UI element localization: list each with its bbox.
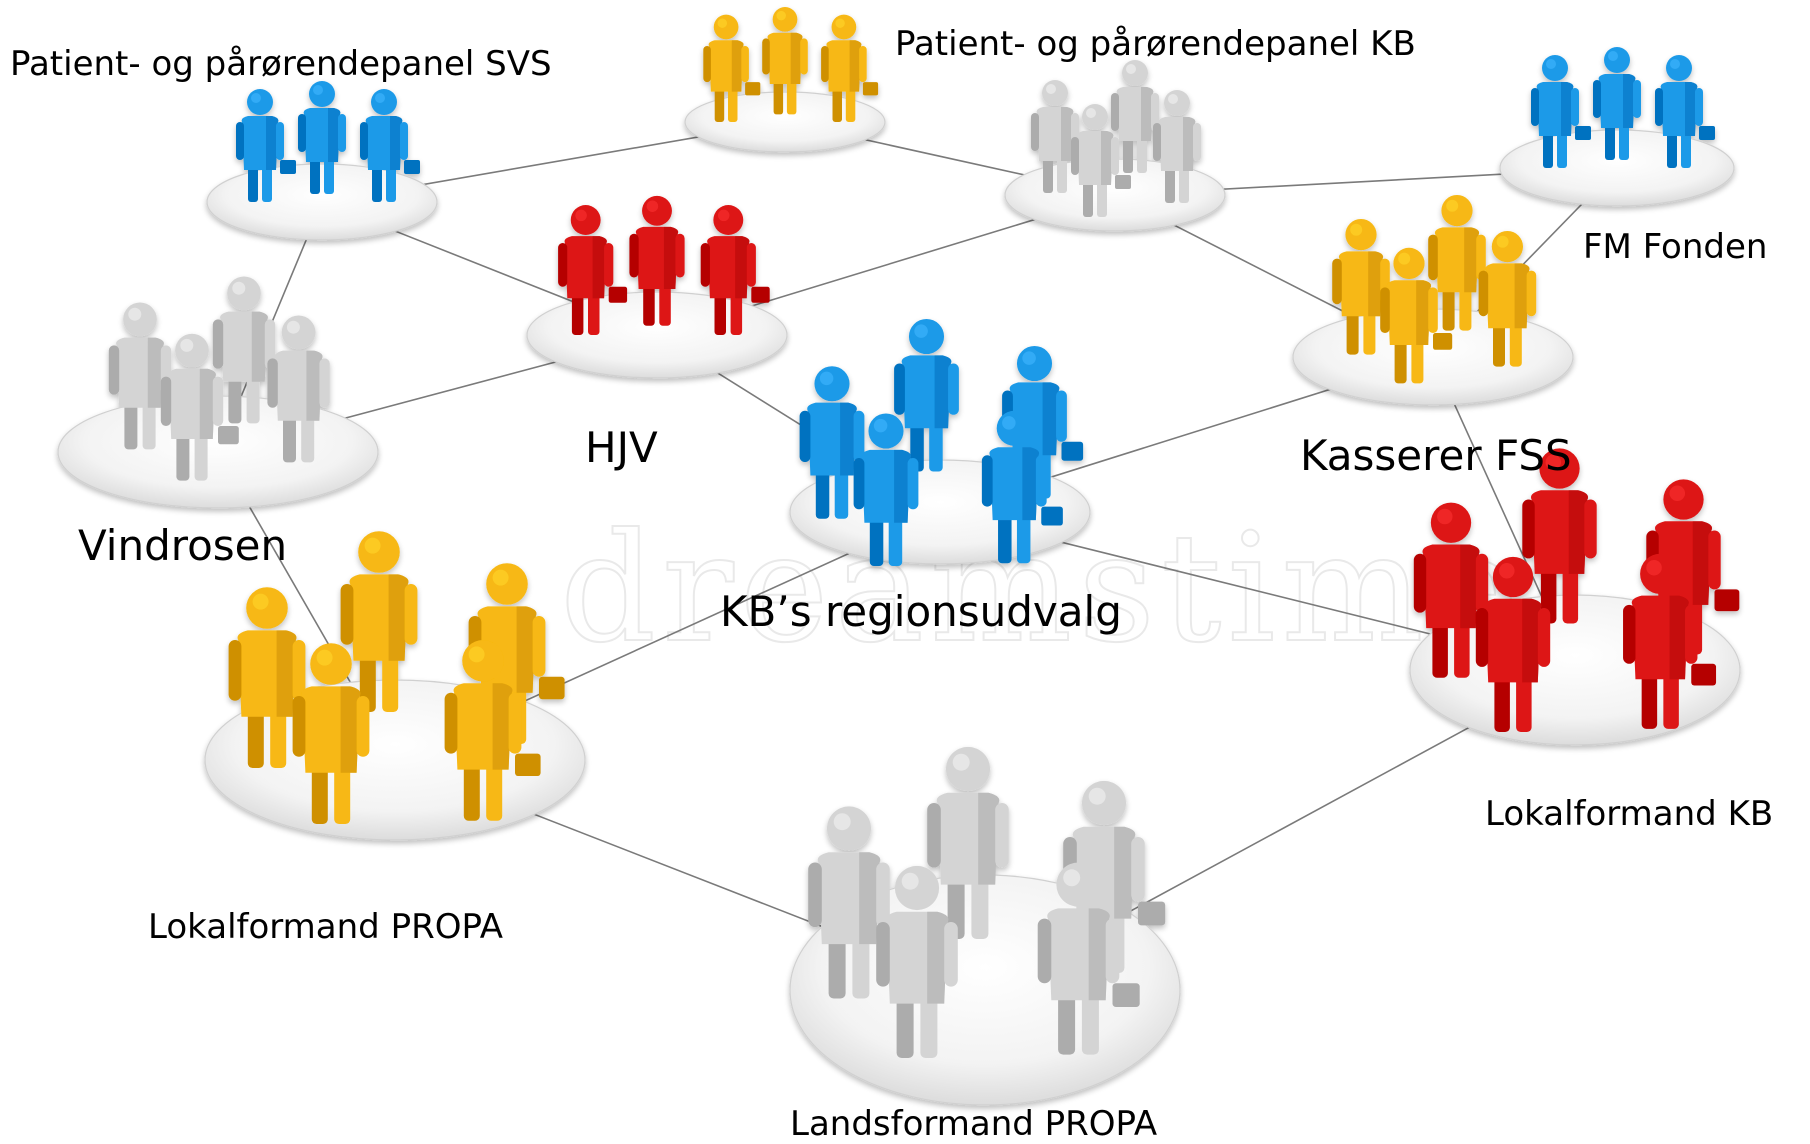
person-figure [160,333,239,481]
node-hjv [526,195,788,379]
person-figure [298,81,346,194]
person-figure [1623,553,1717,729]
person-figure [444,640,541,821]
node-kass [1292,195,1574,406]
label-svs: Patient- og pårørendepanel SVS [10,44,552,84]
label-hjv: HJV [585,423,658,472]
node-vind [57,276,379,509]
person-figure [340,531,418,712]
person-figure [1111,60,1159,173]
person-figure [267,315,330,463]
person-figure [1380,247,1453,384]
person-figure [558,205,628,335]
person-figure [292,643,370,824]
label-lands: Landsformand PROPA [790,1104,1157,1144]
person-figure [1428,195,1486,331]
label-kass: Kasserer FSS [1300,431,1572,480]
node-disc [1499,129,1735,207]
person-figure [1655,55,1715,168]
person-figure [853,413,919,566]
label-kb-panel: Patient- og pårørendepanel KB [895,24,1416,64]
person-figure [228,587,325,768]
person-figure [629,195,685,326]
person-figure [1522,448,1597,624]
person-figure [1071,104,1131,217]
label-fm: FM Fonden [1583,227,1767,267]
person-figure [1475,556,1551,732]
nodes-layer [57,7,1741,1106]
label-region: KB’s regionsudvalg [720,587,1122,636]
label-lokpropa: Lokalformand PROPA [148,907,503,947]
node-lands [789,746,1181,1106]
person-figure [236,89,296,202]
person-figure [1037,862,1140,1055]
person-figure [762,7,808,115]
node-disc [526,291,788,379]
person-figure [360,89,420,202]
node-region [789,318,1091,566]
person-figure [927,746,1009,939]
node-fm [1499,47,1735,207]
person-figure [1153,90,1201,203]
person-figure [1593,47,1641,160]
node-top-y [684,7,886,153]
node-kb-panel [1004,60,1226,232]
labels-layer: Patient- og pårørendepanel SVS Patient- o… [10,24,1773,1144]
person-figure [1531,55,1591,168]
person-figure [1478,231,1537,367]
node-lokpropa [204,531,586,841]
node-svs [206,81,438,241]
person-figure [703,14,761,122]
person-figure [1413,502,1507,678]
person-figure [981,410,1063,564]
label-lokkb: Lokalformand KB [1485,794,1773,834]
person-figure [894,318,959,472]
person-figure [212,276,276,424]
person-figure [700,205,770,335]
person-figure [821,14,879,122]
label-vind: Vindrosen [78,521,287,570]
node-lokkb [1409,448,1741,746]
node-disc [206,163,438,241]
person-figure [1332,219,1405,355]
person-figure [876,865,958,1058]
